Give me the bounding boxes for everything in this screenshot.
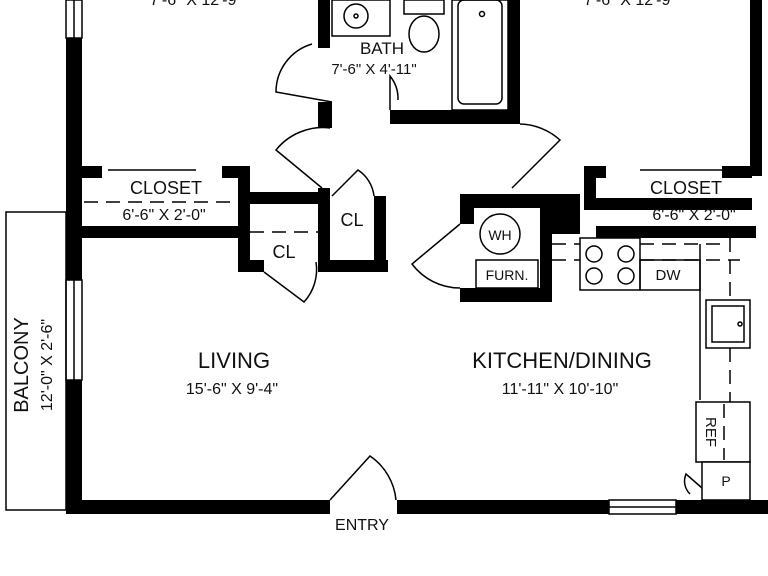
cl-label-lower: CL [272, 242, 295, 262]
bath-dims: 7'-6" X 4'-11" [331, 61, 416, 78]
kitchen-name: KITCHEN/DINING [472, 348, 652, 373]
water-heater-icon [479, 213, 521, 255]
dishwasher-label: DW [656, 267, 682, 284]
bathtub-icon [457, 0, 503, 105]
closet-right-name: CLOSET [650, 178, 722, 198]
closet-left-dims: 6'-6" X 2'-0" [122, 207, 205, 224]
kitchen-fixtures [552, 237, 751, 501]
labels: 7'-6" X 12'-9" 7'-6" X 12'-9" BATH 7'-6"… [122, 0, 735, 534]
utility-fixtures [475, 213, 539, 289]
closet-left-name: CLOSET [130, 178, 202, 198]
living-name: LIVING [198, 348, 270, 373]
living-dims: 15'-6" X 9'-4" [186, 381, 278, 398]
refrigerator-label: REF [702, 417, 719, 447]
doors [65, 0, 722, 515]
sink-icon [343, 3, 369, 29]
furnace-label: FURN. [486, 267, 529, 283]
balcony: BALCONY 12'-0" X 2'-6" [5, 211, 67, 511]
entry-label: ENTRY [335, 517, 389, 534]
closet-right-dims: 6'-6" X 2'-0" [652, 207, 735, 224]
bath-fixtures [331, 0, 509, 111]
furnace-icon [475, 259, 539, 289]
kitchen-dims: 11'-11" X 10'-10" [502, 381, 619, 398]
toilet-icon [408, 15, 440, 53]
bath-name: BATH [360, 39, 404, 58]
balcony-name: BALCONY [11, 317, 33, 413]
wh-label: WH [488, 227, 511, 243]
walls [66, 0, 768, 514]
balcony-dims: 12'-0" X 2'-6" [39, 319, 56, 411]
bedroom-right-dims: 7'-6" X 12'-9" [584, 0, 676, 9]
bedroom-left-dims: 7'-6" X 12'-9" [150, 0, 242, 9]
dashed-lines [84, 201, 752, 233]
pantry-label: P [721, 473, 730, 489]
cl-label-upper: CL [340, 210, 363, 230]
